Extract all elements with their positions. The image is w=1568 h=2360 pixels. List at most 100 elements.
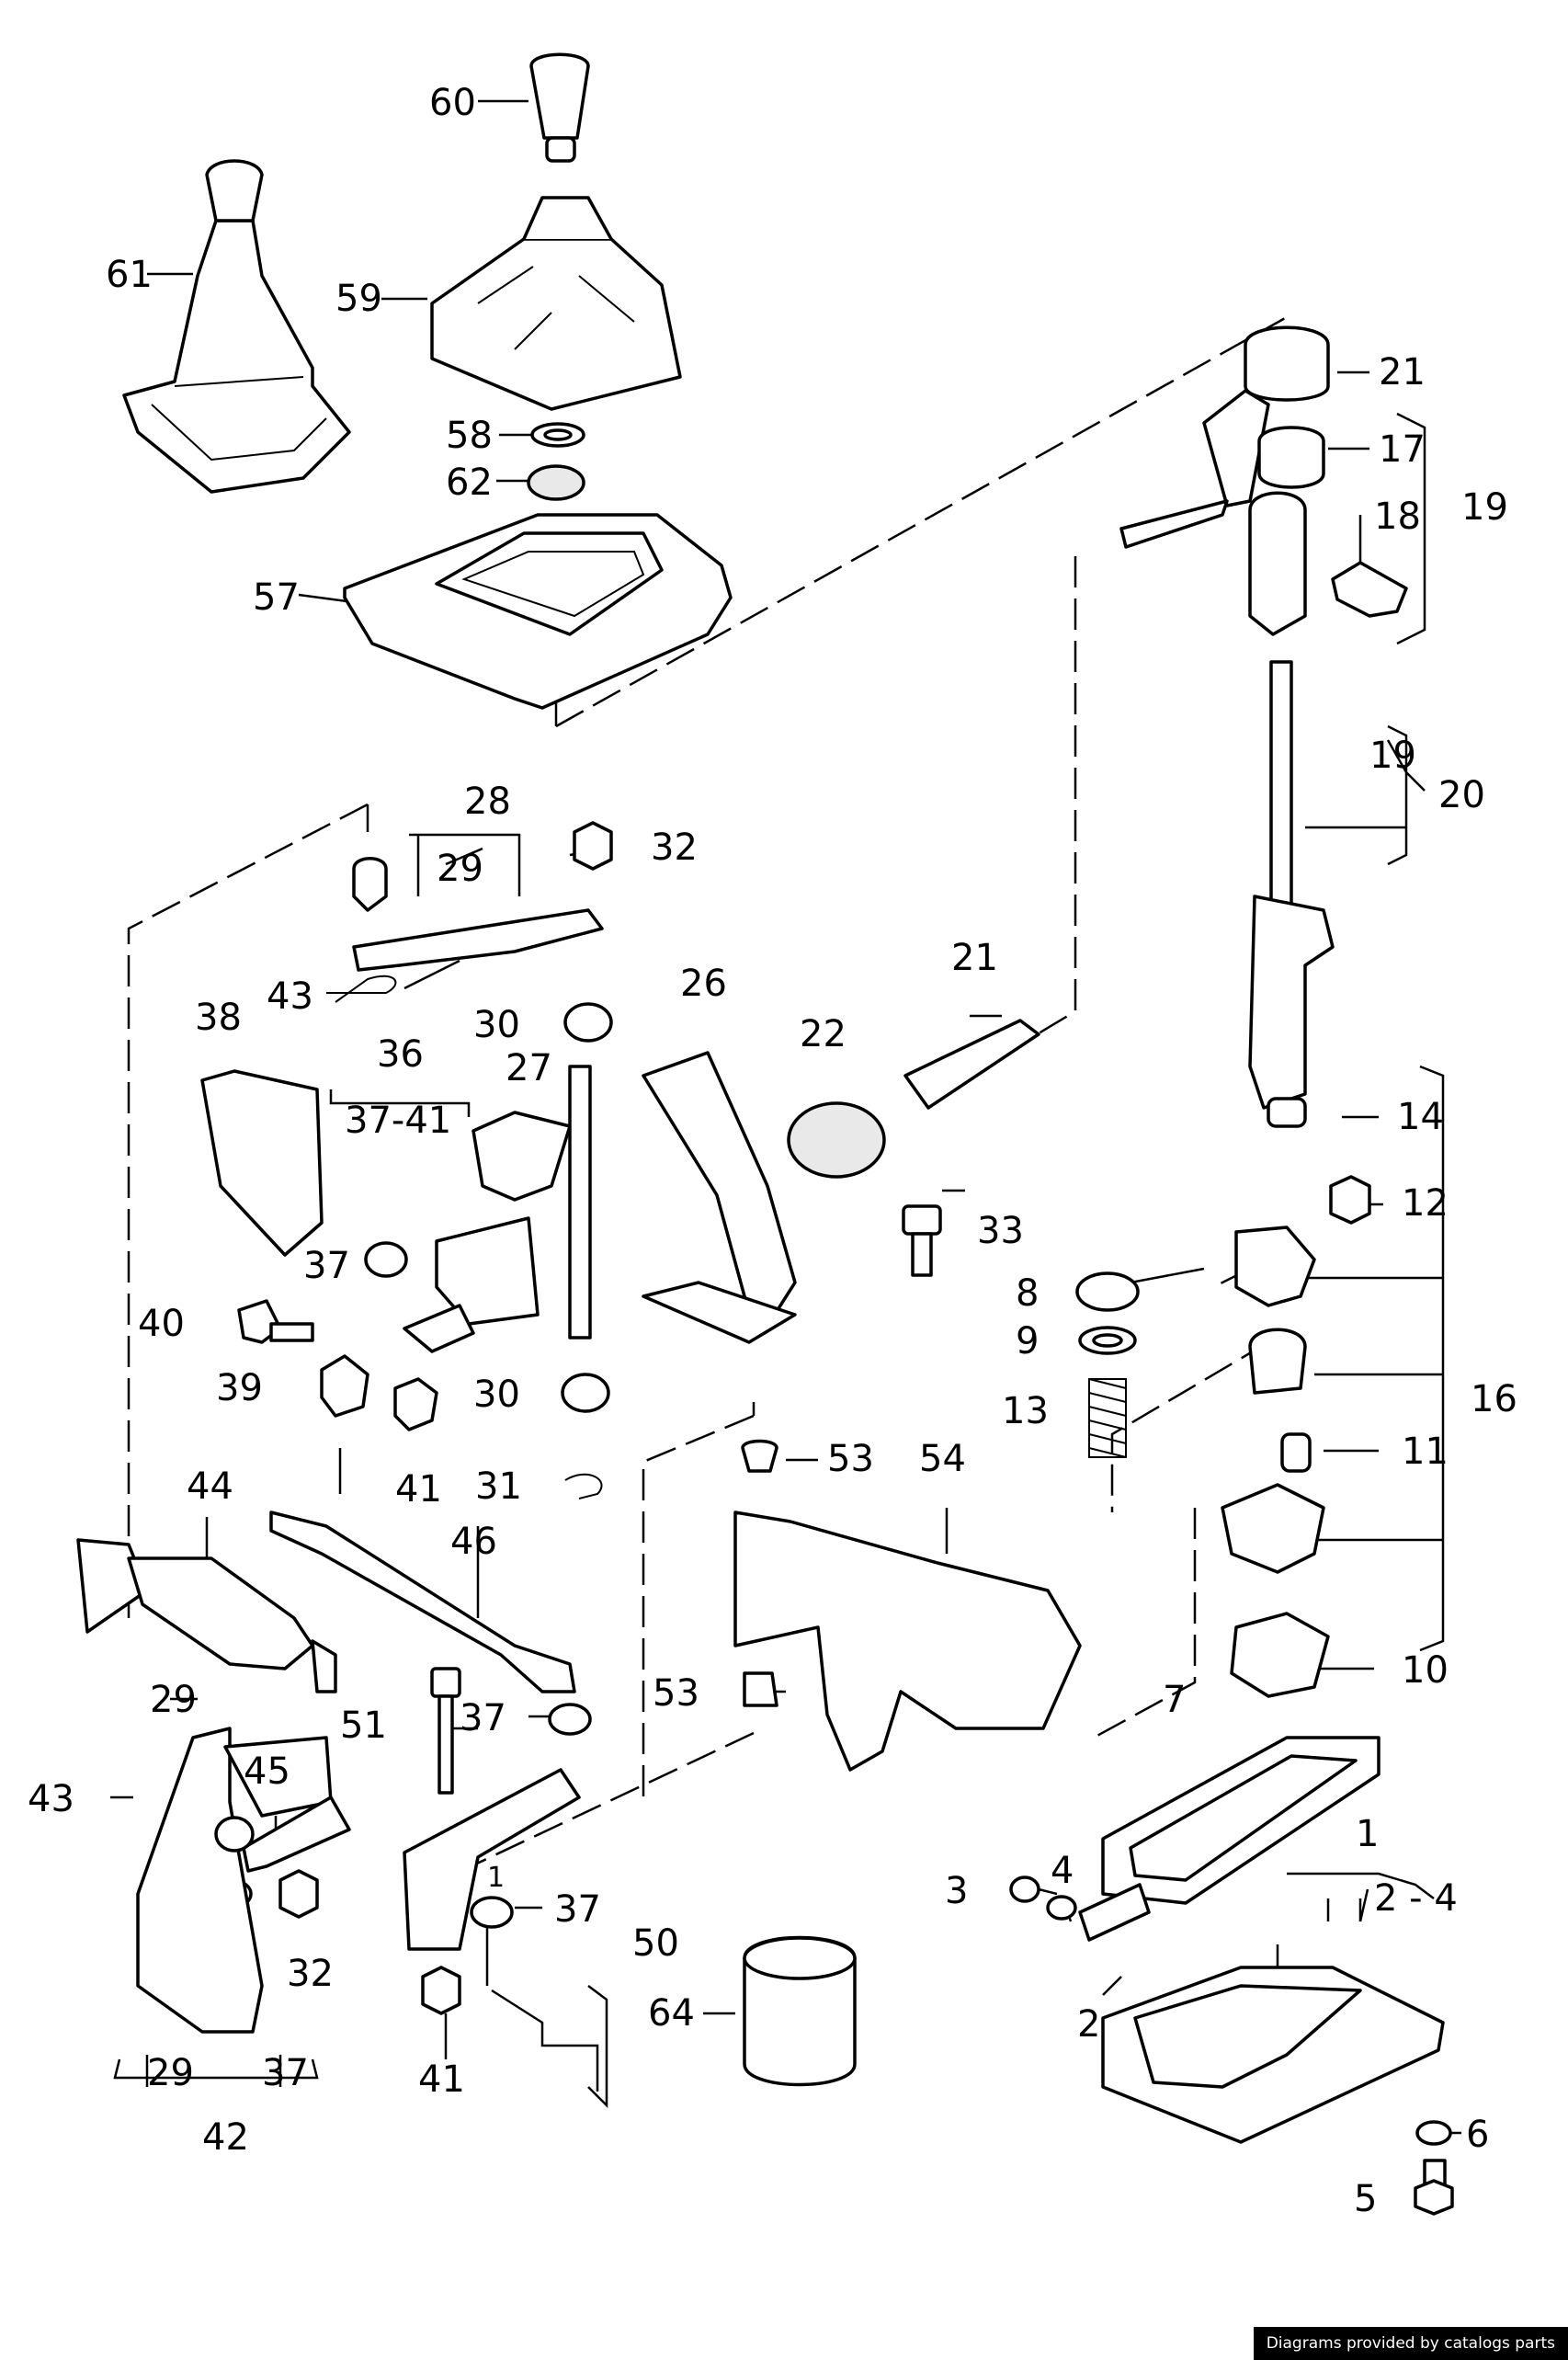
label-37-left: 37 <box>303 1245 350 1287</box>
part-12-nut <box>1329 1175 1371 1225</box>
label-11: 11 <box>1402 1431 1449 1473</box>
part-36-lever-assembly <box>403 1304 475 1353</box>
part-6-washer <box>1415 2120 1452 2146</box>
part-32-nut-lower <box>278 1869 319 1919</box>
part-50-bracket <box>403 1768 581 1951</box>
part-53-bushing <box>741 1439 778 1707</box>
label-2: 2 <box>1077 2003 1100 2046</box>
label-16: 16 <box>1471 1378 1517 1420</box>
part-29-bushing <box>352 857 388 912</box>
label-4: 4 <box>1051 1850 1074 1892</box>
label-53-bottom: 53 <box>653 1672 699 1715</box>
label-8: 8 <box>1016 1272 1039 1315</box>
label-21-mid: 21 <box>951 937 998 979</box>
label-37-bottom: 37 <box>262 2052 309 2094</box>
label-13: 13 <box>1002 1390 1049 1432</box>
label-1: 1 <box>1356 1813 1379 1855</box>
label-57: 57 <box>253 576 300 619</box>
part-27-lever <box>435 1065 592 1340</box>
part-46-linkage-rod <box>269 1511 576 1693</box>
label-50: 50 <box>632 1922 679 1965</box>
part-62-clamp-ring <box>527 464 585 501</box>
label-30-mid: 30 <box>473 1374 520 1416</box>
part-43-clip <box>326 975 397 1003</box>
part-64-container <box>743 1935 857 2087</box>
label-51: 51 <box>340 1704 387 1747</box>
part-32-nut <box>573 821 613 871</box>
part-33-bolt <box>902 1204 942 1277</box>
label-21-top: 21 <box>1379 351 1426 393</box>
label-22: 22 <box>800 1013 846 1055</box>
label-32-bottom: 32 <box>287 1953 334 1995</box>
part-45-lever <box>214 1796 351 1873</box>
part-7-gasket <box>1101 1736 1381 1905</box>
label-12: 12 <box>1402 1182 1449 1225</box>
part-40-bolt <box>237 1299 314 1344</box>
label-29-mid: 29 <box>150 1679 197 1721</box>
label-43-top: 43 <box>267 975 313 1018</box>
part-58-washer <box>530 422 585 448</box>
label-6: 6 <box>1466 2114 1489 2156</box>
part-51-bolt <box>430 1667 461 1795</box>
label-29-bottom: 29 <box>147 2052 194 2094</box>
part-22-bushing <box>787 1101 886 1179</box>
label-61: 61 <box>106 254 153 296</box>
label-40: 40 <box>138 1303 185 1345</box>
label-2-4: 2 - 4 <box>1374 1877 1458 1920</box>
part-13-spring <box>1088 1378 1127 1458</box>
part-16-selector-assembly <box>1221 1226 1330 1698</box>
leader-lines <box>110 99 1461 2199</box>
part-9-washer <box>1078 1326 1137 1355</box>
label-33: 33 <box>977 1210 1024 1252</box>
part-21-shift-tube <box>903 1019 1040 1110</box>
label-3: 3 <box>945 1870 968 1912</box>
label-5: 5 <box>1354 2178 1377 2220</box>
label-62: 62 <box>446 462 493 504</box>
label-42: 42 <box>202 2116 249 2159</box>
label-37-right: 37 <box>554 1888 601 1931</box>
part-41-nut <box>393 1377 461 2015</box>
label-19-top: 19 <box>1461 486 1508 529</box>
part-28-bracket <box>352 908 604 972</box>
label-53-top: 53 <box>827 1438 874 1480</box>
part-57-console-trim <box>343 513 733 710</box>
label-29-top: 29 <box>437 848 483 890</box>
part-54-mounting-bracket <box>733 1511 1082 1772</box>
label-9: 9 <box>1016 1320 1039 1362</box>
label-44: 44 <box>187 1465 233 1508</box>
label-26: 26 <box>680 963 727 1005</box>
part-4-washer <box>1046 1895 1077 1921</box>
part-38-bracket <box>200 1069 324 1257</box>
label-20: 20 <box>1438 774 1485 816</box>
label-32-top: 32 <box>651 827 698 869</box>
part-2-plate <box>1078 1883 1151 1942</box>
part-5-bolt <box>1414 2159 1454 2216</box>
part-61-shift-boot-with-knob <box>122 159 351 494</box>
part-60-shift-knob <box>529 52 590 163</box>
label-14: 14 <box>1397 1096 1444 1138</box>
part-19-shift-rod <box>1248 491 1307 912</box>
part-37-bushing <box>216 1241 592 1929</box>
part-26-bracket <box>642 1051 797 1344</box>
label-43-bottom: 43 <box>28 1778 74 1820</box>
label-10: 10 <box>1402 1649 1449 1692</box>
part-3-bolt <box>1009 1875 1040 1903</box>
part-42-bracket-assembly <box>136 1727 333 2034</box>
label-27: 27 <box>506 1047 552 1089</box>
label-60: 60 <box>429 82 476 124</box>
part-11-sleeve <box>1280 1432 1312 1473</box>
label-31: 31 <box>475 1465 522 1508</box>
label-36: 36 <box>377 1033 424 1076</box>
part-39-lever <box>320 1354 369 1418</box>
label-1-small: 1 <box>487 1862 505 1894</box>
part-20-shift-rod-lower <box>1248 895 1335 1110</box>
label-17: 17 <box>1379 428 1426 471</box>
part-18-bolt <box>1331 561 1408 618</box>
label-54: 54 <box>919 1438 966 1480</box>
part-14-pin <box>1267 1097 1307 1128</box>
label-59: 59 <box>335 278 382 320</box>
label-28: 28 <box>464 781 511 823</box>
label-19-bracket: 19 <box>1369 735 1416 777</box>
label-38: 38 <box>195 997 242 1039</box>
part-17-bushing <box>1257 426 1325 489</box>
